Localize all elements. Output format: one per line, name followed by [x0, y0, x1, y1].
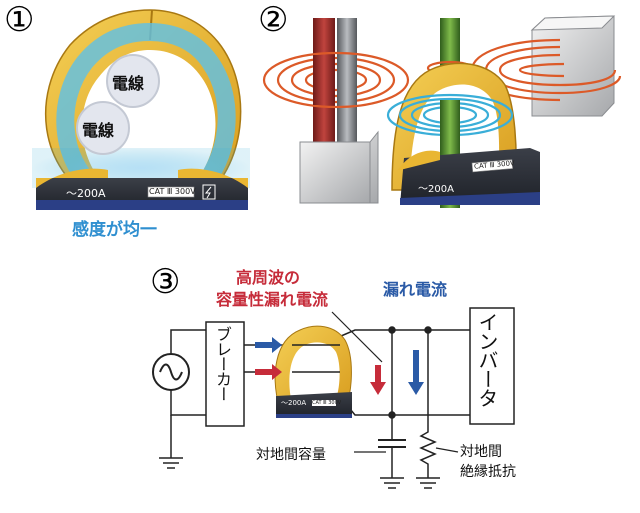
- hf-leak-label: 容量性漏れ電流: [216, 290, 329, 309]
- blue-arrow-right: [255, 337, 282, 353]
- inverter-label: インバータ: [475, 312, 499, 407]
- sensing-ring: [56, 22, 236, 197]
- metal-block-right: [531, 15, 615, 117]
- wire-label: 電線: [82, 121, 115, 140]
- meter-range-label: ～200A: [281, 399, 307, 407]
- panel-number-1: ①: [4, 0, 35, 40]
- red-arrow-right: [255, 364, 282, 380]
- leak-current-label: 漏れ電流: [383, 280, 448, 299]
- panel-3: [152, 307, 515, 489]
- meter-range-label: ～200A: [418, 184, 454, 195]
- current-arrows: [255, 337, 424, 395]
- magnetic-field-lines-left: [262, 51, 410, 109]
- panel-number-3: ③: [150, 262, 181, 302]
- panel-1: [32, 9, 250, 210]
- resistor: [419, 425, 437, 478]
- meter-cat-label: CAT Ⅲ 300V: [312, 400, 342, 406]
- clamp-meter-small: [274, 325, 352, 418]
- meter-range-label: ～200A: [66, 187, 106, 200]
- ground-capacitance-label: 対地間容量: [256, 447, 326, 463]
- blue-arrow-down: [408, 350, 424, 395]
- wire-cross-section: [76, 101, 130, 155]
- meter-cat-label: CAT Ⅲ 300V: [149, 187, 196, 196]
- breaker-label: ブレーカー: [213, 326, 232, 401]
- breaker-box: [205, 321, 245, 427]
- panel-2: [262, 15, 622, 208]
- insulation-resistance-label: 対地間: [460, 444, 502, 460]
- uniform-sensitivity-caption: 感度が均一: [72, 220, 157, 240]
- inverter-box: [469, 307, 515, 425]
- wire-label: 電線: [112, 74, 145, 93]
- wire-cross-section: [106, 54, 160, 108]
- hf-leak-label: 高周波の: [236, 268, 301, 287]
- red-arrow-down: [370, 365, 386, 395]
- insulation-resistance-label: 絶縁抵抗: [460, 464, 516, 480]
- panel-number-2: ②: [258, 0, 289, 40]
